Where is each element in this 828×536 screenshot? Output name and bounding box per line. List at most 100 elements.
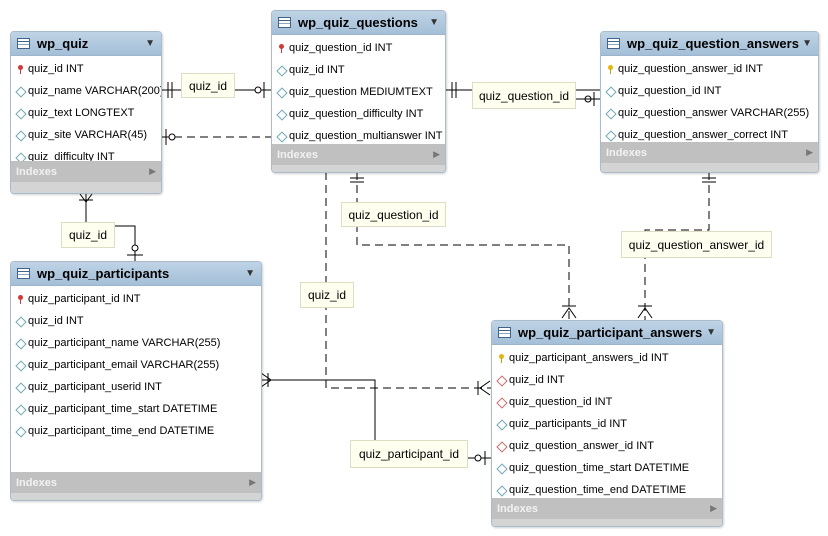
column-row[interactable]: quiz_question_difficulty INT [272, 103, 445, 125]
relationship-label[interactable]: quiz_participant_id [350, 440, 468, 468]
column-row[interactable]: quiz_participant_time_end DATETIME [11, 420, 261, 442]
column-row[interactable]: quiz_question_time_end DATETIME [492, 479, 722, 501]
column-icon [16, 361, 25, 370]
column-label: quiz_participants_id INT [509, 418, 628, 430]
column-icon [606, 131, 615, 140]
column-row[interactable]: quiz_text LONGTEXT [11, 102, 161, 124]
primary-key-icon [16, 294, 25, 304]
column-icon [16, 109, 25, 118]
column-label: quiz_participant_id INT [28, 293, 141, 305]
table-wp-quiz-participants[interactable]: wp_quiz_participants ▼ quiz_participant_… [10, 261, 262, 501]
indexes-bar[interactable]: Indexes ▶ [11, 472, 261, 493]
column-row[interactable]: quiz_question_time_start DATETIME [492, 457, 722, 479]
column-row[interactable]: quiz_question_answer_id INT [601, 58, 818, 80]
column-icon [497, 486, 506, 495]
indexes-footer: Indexes ▶ [492, 498, 722, 526]
column-icon [16, 405, 25, 414]
column-row[interactable]: quiz_site VARCHAR(45) [11, 124, 161, 146]
column-row[interactable]: quiz_id INT [492, 369, 722, 391]
column-label: quiz_question_id INT [289, 42, 393, 54]
column-icon [277, 110, 286, 119]
expand-arrow-icon[interactable]: ▶ [149, 166, 156, 176]
expand-arrow-icon[interactable]: ▶ [249, 477, 256, 487]
column-row[interactable]: quiz_question MEDIUMTEXT [272, 81, 445, 103]
column-icon [277, 88, 286, 97]
column-row[interactable]: quiz_participant_id INT [11, 288, 261, 310]
table-title: wp_quiz_participants [37, 266, 170, 281]
column-label: quiz_id INT [509, 374, 565, 386]
table-icon [498, 327, 511, 338]
column-row[interactable]: quiz_question_answer_correct INT [601, 124, 818, 146]
column-label: quiz_text LONGTEXT [28, 107, 135, 119]
column-row[interactable]: quiz_question_multianswer INT [272, 125, 445, 147]
column-row[interactable]: quiz_question_id INT [492, 391, 722, 413]
indexes-label: Indexes [16, 165, 57, 178]
column-row[interactable]: quiz_participant_email VARCHAR(255) [11, 354, 261, 376]
expand-arrow-icon[interactable]: ▶ [806, 147, 813, 157]
table-header[interactable]: wp_quiz_questions ▼ [272, 11, 445, 35]
column-label: quiz_question_multianswer INT [289, 130, 443, 142]
column-row[interactable]: quiz_participant_userid INT [11, 376, 261, 398]
indexes-bar[interactable]: Indexes ▶ [11, 161, 161, 182]
column-icon [497, 420, 506, 429]
primary-key-icon [606, 64, 615, 74]
relationship-label[interactable]: quiz_id [181, 73, 235, 98]
column-label: quiz_participant_time_start DATETIME [28, 403, 218, 415]
collapse-arrow-icon[interactable]: ▼ [245, 268, 255, 279]
table-header[interactable]: wp_quiz ▼ [11, 32, 161, 56]
indexes-label: Indexes [606, 146, 647, 159]
relationship-label[interactable]: quiz_question_answer_id [621, 231, 772, 258]
indexes-bar[interactable]: Indexes ▶ [492, 498, 722, 519]
collapse-arrow-icon[interactable]: ▼ [145, 38, 155, 49]
column-label: quiz_participant_email VARCHAR(255) [28, 359, 220, 371]
table-header[interactable]: wp_quiz_participants ▼ [11, 262, 261, 286]
column-row[interactable]: quiz_question_id INT [272, 37, 445, 59]
table-wp-quiz-participant-answers[interactable]: wp_quiz_participant_answers ▼ quiz_parti… [491, 320, 723, 527]
column-row[interactable]: quiz_question_answer VARCHAR(255) [601, 102, 818, 124]
table-header[interactable]: wp_quiz_participant_answers ▼ [492, 321, 722, 345]
collapse-arrow-icon[interactable]: ▼ [706, 327, 716, 338]
indexes-bar[interactable]: Indexes ▶ [272, 144, 445, 165]
column-row[interactable]: quiz_question_answer_id INT [492, 435, 722, 457]
indexes-label: Indexes [277, 148, 318, 161]
table-icon [607, 38, 620, 49]
table-wp-quiz-question-answers[interactable]: wp_quiz_question_answers ▼ quiz_question… [600, 31, 819, 173]
column-row[interactable]: quiz_participant_time_start DATETIME [11, 398, 261, 420]
column-row[interactable]: quiz_difficulty INT [11, 146, 161, 168]
foreign-key-icon [497, 442, 506, 451]
table-wp-quiz[interactable]: wp_quiz ▼ quiz_id INT quiz_name VARCHAR(… [10, 31, 162, 194]
table-icon [278, 17, 291, 28]
relationship-label[interactable]: quiz_id [61, 222, 115, 248]
relationship-label[interactable]: quiz_id [300, 282, 354, 308]
column-label: quiz_question_answer_id INT [618, 63, 763, 75]
column-label: quiz_name VARCHAR(200) [28, 85, 162, 97]
expand-arrow-icon[interactable]: ▶ [433, 149, 440, 159]
column-row[interactable]: quiz_question_id INT [601, 80, 818, 102]
column-row[interactable]: quiz_id INT [11, 58, 161, 80]
column-list: quiz_participant_answers_id INT quiz_id … [492, 345, 722, 505]
table-title: wp_quiz_question_answers [627, 36, 799, 51]
expand-arrow-icon[interactable]: ▶ [710, 503, 717, 513]
foreign-key-icon [497, 376, 506, 385]
indexes-bar[interactable]: Indexes ▶ [601, 142, 818, 163]
collapse-arrow-icon[interactable]: ▼ [802, 38, 812, 49]
column-row[interactable]: quiz_id INT [11, 310, 261, 332]
column-icon [497, 464, 506, 473]
column-list: quiz_question_id INT quiz_id INT quiz_qu… [272, 35, 445, 151]
column-row[interactable]: quiz_participant_answers_id INT [492, 347, 722, 369]
column-list: quiz_participant_id INT quiz_id INT quiz… [11, 286, 261, 446]
table-wp-quiz-questions[interactable]: wp_quiz_questions ▼ quiz_question_id INT… [271, 10, 446, 173]
primary-key-icon [16, 64, 25, 74]
indexes-label: Indexes [16, 476, 57, 489]
column-row[interactable]: quiz_participants_id INT [492, 413, 722, 435]
primary-key-icon [497, 353, 506, 363]
collapse-arrow-icon[interactable]: ▼ [429, 17, 439, 28]
column-row[interactable]: quiz_participant_name VARCHAR(255) [11, 332, 261, 354]
relationship-label[interactable]: quiz_question_id [341, 202, 446, 227]
table-header[interactable]: wp_quiz_question_answers ▼ [601, 32, 818, 56]
column-row[interactable]: quiz_name VARCHAR(200) [11, 80, 161, 102]
relationship-label[interactable]: quiz_question_id [472, 82, 576, 109]
indexes-footer: Indexes ▶ [11, 472, 261, 500]
column-row[interactable]: quiz_id INT [272, 59, 445, 81]
column-label: quiz_question_answer VARCHAR(255) [618, 107, 810, 119]
